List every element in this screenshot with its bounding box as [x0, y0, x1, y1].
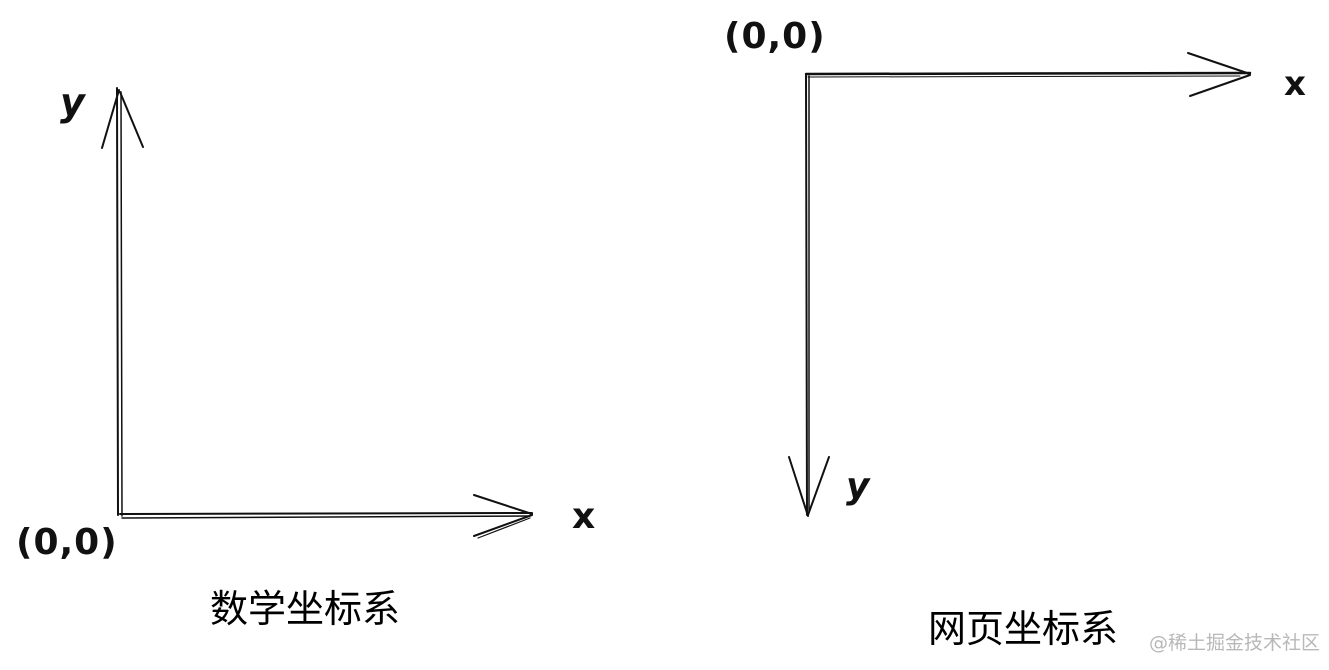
math-y-axis: [116, 87, 123, 517]
web-coordinate-system: [788, 52, 1252, 517]
web-y-arrowhead-icon: [788, 456, 830, 517]
math-caption: 数学坐标系: [210, 587, 401, 631]
math-x-label: x: [572, 496, 596, 537]
watermark: @稀土掘金技术社区: [1149, 632, 1321, 654]
math-x-arrowhead-icon: [473, 494, 533, 539]
math-y-arrowhead-icon: [101, 89, 144, 149]
web-origin-label: (0,0): [724, 16, 826, 57]
math-origin-label: (0,0): [16, 522, 118, 563]
web-x-axis: [804, 71, 1252, 78]
web-y-axis: [805, 73, 810, 516]
web-caption: 网页坐标系: [928, 607, 1119, 651]
math-y-label: y: [60, 80, 85, 124]
math-x-axis: [119, 512, 533, 519]
web-y-label: y: [846, 466, 870, 507]
web-x-label: x: [1284, 64, 1306, 104]
web-x-arrowhead-icon: [1187, 52, 1251, 97]
math-coordinate-system: [101, 87, 533, 539]
